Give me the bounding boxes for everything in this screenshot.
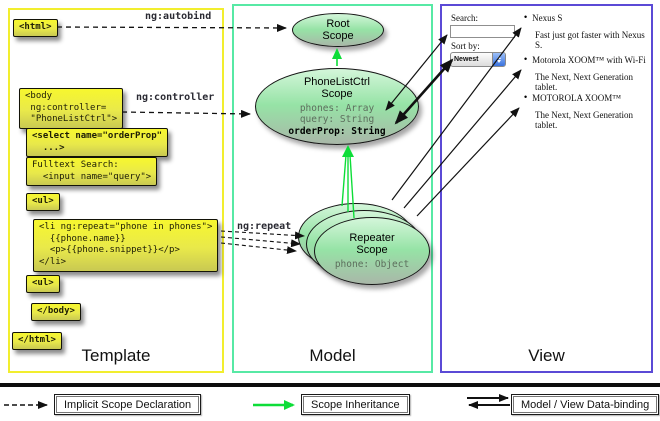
model-panel-label: Model (309, 346, 356, 365)
sort-by-label: Sort by: (451, 41, 480, 51)
model-panel: Model (232, 4, 433, 373)
phone-list-item: • MOTOROLA XOOM™ The Next, Next Generati… (524, 92, 646, 131)
phonelistctrl-scope-orderprop: orderProp: String (288, 125, 386, 137)
databinding-arrows-sample (467, 394, 510, 409)
phone-list-item: • Nexus S Fast just got faster with Nexu… (524, 12, 646, 51)
code-ul-open: <ul> (26, 193, 60, 211)
view-panel-label: View (528, 346, 565, 365)
sort-by-value: Newest (454, 56, 479, 63)
code-body-close: </body> (31, 303, 81, 321)
legend-databinding: Model / View Data-binding (511, 394, 660, 415)
phone-title: Motorola XOOM™ with Wi-Fi (532, 55, 646, 65)
root-scope-title: Root Scope (322, 17, 354, 42)
code-body-open: <body ng:controller= "PhoneListCtrl"> (19, 88, 124, 130)
phone-title: MOTOROLA XOOM™ (532, 93, 622, 103)
phone-title: Nexus S (532, 13, 563, 23)
code-fulltext-search: Fulltext Search: <input name="query"> (26, 157, 158, 187)
legend-implicit-scope: Implicit Scope Declaration (54, 394, 202, 415)
ng-controller-label: ng:controller (136, 92, 215, 103)
repeater-scope-title: Repeater Scope (349, 231, 395, 257)
legend-scope-inheritance: Scope Inheritance (301, 394, 410, 415)
code-select: <select name="orderProp" ...> (26, 128, 169, 158)
phonelistctrl-scope-title: PhoneListCtrl Scope (303, 76, 371, 101)
search-input[interactable] (450, 25, 515, 38)
stepper-down-icon (497, 60, 501, 63)
search-label: Search: (451, 13, 478, 23)
implicit-scope-arrow-sample (4, 401, 48, 409)
bullet-icon: • (524, 12, 528, 22)
sort-by-select[interactable]: Newest (450, 52, 506, 67)
phonelistctrl-scope-ellipse: PhoneListCtrl Scope phones: Array query:… (255, 68, 419, 145)
stepper-up-icon (497, 56, 501, 59)
bullet-icon: • (524, 92, 528, 102)
repeater-scope-prop: phone: Object (334, 258, 410, 270)
phone-list-item: • Motorola XOOM™ with Wi-Fi The Next, Ne… (524, 54, 646, 93)
code-ul-close: <ul> (26, 275, 60, 293)
phone-snippet: Fast just got faster with Nexus S. (535, 30, 645, 50)
code-li-repeat: <li ng:repeat="phone in phones"> {{phone… (33, 219, 219, 272)
legend-separator (0, 383, 660, 387)
code-html-close: </html> (12, 332, 62, 350)
bullet-icon: • (524, 54, 528, 64)
phone-snippet: The Next, Next Generation tablet. (535, 110, 633, 130)
phone-snippet: The Next, Next Generation tablet. (535, 72, 633, 92)
repeater-scope-ellipse: Repeater Scope phone: Object (314, 217, 430, 285)
select-stepper-icon (492, 53, 505, 66)
code-html-open: <html> (13, 19, 58, 37)
template-panel-label: Template (81, 346, 151, 365)
ng-autobind-label: ng:autobind (145, 11, 212, 22)
root-scope-ellipse: Root Scope (292, 13, 384, 47)
phonelistctrl-scope-props: phones: Array query: String (299, 102, 375, 126)
scope-inheritance-arrow-sample (253, 400, 295, 410)
ng-repeat-label: ng:repeat (237, 221, 292, 232)
